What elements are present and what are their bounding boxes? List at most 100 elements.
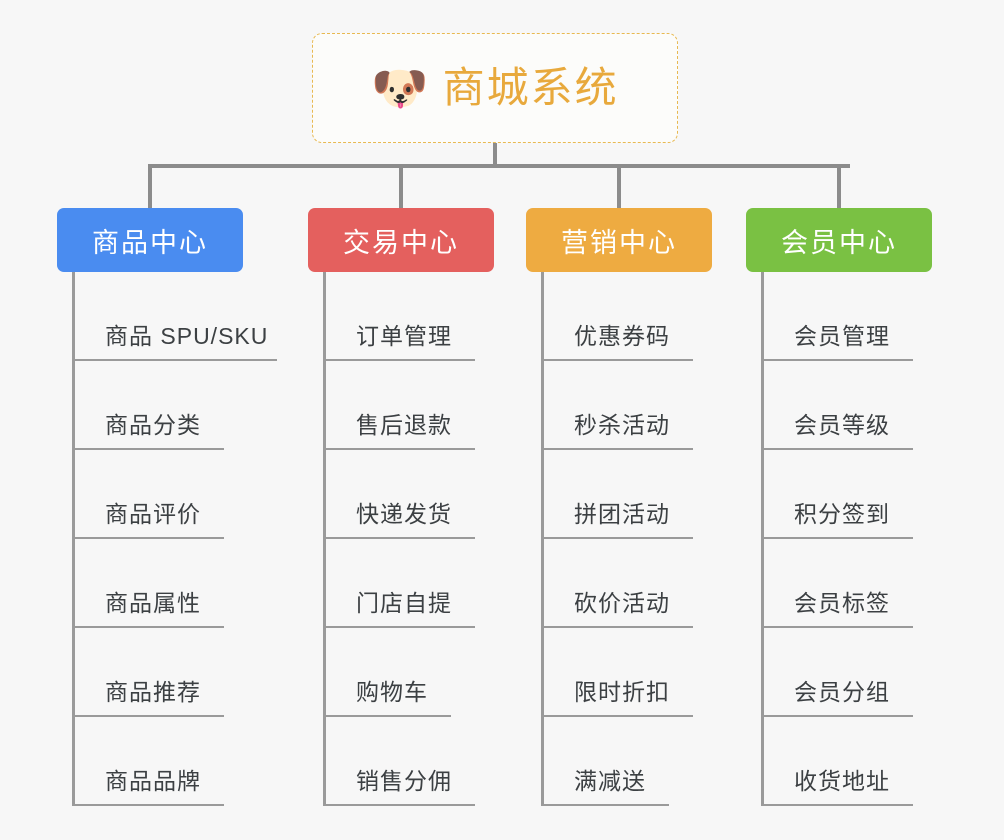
leaf-item-underline [761, 537, 913, 539]
leaf-item-label: 售后退款 [356, 412, 452, 438]
leaf-item[interactable]: 门店自提 [308, 539, 528, 628]
leaf-item-label: 门店自提 [356, 590, 452, 616]
leaf-list-member-center: 会员管理会员等级积分签到会员标签会员分组收货地址 [746, 272, 966, 806]
category-header-label: 商品中心 [92, 227, 208, 258]
leaf-item-underline [541, 359, 693, 361]
leaf-item-label: 限时折扣 [574, 679, 670, 705]
column-member-center: 会员中心会员管理会员等级积分签到会员标签会员分组收货地址 [746, 208, 966, 806]
leaf-item[interactable]: 秒杀活动 [526, 361, 746, 450]
leaf-item-label: 商品品牌 [105, 768, 201, 794]
leaf-item-label: 优惠券码 [574, 323, 670, 349]
leaf-item-label: 商品 SPU/SKU [105, 323, 269, 349]
leaf-item[interactable]: 收货地址 [746, 717, 966, 806]
leaf-item[interactable]: 商品分类 [57, 361, 277, 450]
leaf-item-underline [72, 626, 224, 628]
leaf-item[interactable]: 会员标签 [746, 539, 966, 628]
category-header-marketing-center[interactable]: 营销中心 [526, 208, 712, 272]
leaf-item-label: 商品评价 [105, 501, 201, 527]
leaf-item-underline [323, 804, 475, 806]
column-spine [761, 272, 764, 806]
connector-horizontal-bus [150, 164, 850, 168]
leaf-item-label: 订单管理 [356, 323, 452, 349]
leaf-item-underline [323, 537, 475, 539]
leaf-item-label: 秒杀活动 [574, 412, 670, 438]
column-spine [541, 272, 544, 806]
leaf-item-underline [541, 448, 693, 450]
leaf-item[interactable]: 满减送 [526, 717, 746, 806]
leaf-item[interactable]: 购物车 [308, 628, 528, 717]
column-product-center: 商品中心商品 SPU/SKU 商品分类商品评价商品属性商品推荐商品品牌 [57, 208, 277, 806]
leaf-item[interactable]: 会员等级 [746, 361, 966, 450]
category-header-product-center[interactable]: 商品中心 [57, 208, 243, 272]
leaf-item[interactable]: 会员管理 [746, 272, 966, 361]
root-node[interactable]: 🐶 商城系统 [312, 33, 678, 143]
leaf-item-label: 会员标签 [794, 590, 890, 616]
leaf-item-label: 会员管理 [794, 323, 890, 349]
leaf-list-product-center: 商品 SPU/SKU 商品分类商品评价商品属性商品推荐商品品牌 [57, 272, 277, 806]
leaf-item[interactable]: 会员分组 [746, 628, 966, 717]
leaf-item[interactable]: 优惠券码 [526, 272, 746, 361]
leaf-item[interactable]: 商品推荐 [57, 628, 277, 717]
leaf-item-underline [72, 359, 277, 361]
category-header-member-center[interactable]: 会员中心 [746, 208, 932, 272]
leaf-item-label: 销售分佣 [356, 768, 452, 794]
leaf-item-underline [541, 537, 693, 539]
connector-drop-trade-center [399, 164, 403, 210]
leaf-item-label: 会员分组 [794, 679, 890, 705]
leaf-item-underline [541, 804, 669, 806]
leaf-item-label: 会员等级 [794, 412, 890, 438]
leaf-item-label: 商品推荐 [105, 679, 201, 705]
leaf-list-marketing-center: 优惠券码秒杀活动拼团活动砍价活动限时折扣满减送 [526, 272, 746, 806]
category-header-label: 会员中心 [781, 227, 897, 258]
leaf-item[interactable]: 商品属性 [57, 539, 277, 628]
leaf-item-underline [761, 715, 913, 717]
leaf-item-underline [323, 448, 475, 450]
connector-root-stem [493, 143, 497, 167]
leaf-item-underline [541, 715, 693, 717]
shiba-dog-face-icon: 🐶 [371, 62, 429, 114]
leaf-item[interactable]: 商品品牌 [57, 717, 277, 806]
leaf-item-label: 商品属性 [105, 590, 201, 616]
leaf-item-underline [761, 626, 913, 628]
leaf-item[interactable]: 销售分佣 [308, 717, 528, 806]
category-header-label: 营销中心 [561, 227, 677, 258]
leaf-item[interactable]: 砍价活动 [526, 539, 746, 628]
category-header-label: 交易中心 [343, 227, 459, 258]
leaf-item[interactable]: 拼团活动 [526, 450, 746, 539]
leaf-item-underline [72, 537, 224, 539]
root-title: 商城系统 [442, 64, 619, 111]
leaf-item-underline [72, 804, 224, 806]
column-trade-center: 交易中心订单管理售后退款快递发货门店自提购物车销售分佣 [308, 208, 528, 806]
leaf-list-trade-center: 订单管理售后退款快递发货门店自提购物车销售分佣 [308, 272, 528, 806]
leaf-item-underline [323, 359, 475, 361]
leaf-item-label: 积分签到 [794, 501, 890, 527]
leaf-item-underline [323, 626, 475, 628]
leaf-item-underline [323, 715, 451, 717]
leaf-item[interactable]: 快递发货 [308, 450, 528, 539]
leaf-item[interactable]: 商品 SPU/SKU [57, 272, 277, 361]
leaf-item-underline [72, 715, 224, 717]
leaf-item-underline [761, 359, 913, 361]
connector-drop-member-center [837, 164, 841, 210]
category-header-trade-center[interactable]: 交易中心 [308, 208, 494, 272]
leaf-item[interactable]: 商品评价 [57, 450, 277, 539]
column-spine [72, 272, 75, 806]
leaf-item-label: 砍价活动 [574, 590, 670, 616]
leaf-item-label: 满减送 [574, 768, 646, 794]
leaf-item-label: 收货地址 [794, 768, 890, 794]
leaf-item-label: 快递发货 [356, 501, 452, 527]
leaf-item-underline [761, 448, 913, 450]
leaf-item-label: 商品分类 [105, 412, 201, 438]
connector-drop-product-center [148, 164, 152, 210]
leaf-item-label: 拼团活动 [574, 501, 670, 527]
leaf-item[interactable]: 订单管理 [308, 272, 528, 361]
leaf-item-underline [72, 448, 224, 450]
leaf-item[interactable]: 限时折扣 [526, 628, 746, 717]
connector-drop-marketing-center [617, 164, 621, 210]
leaf-item-label: 购物车 [356, 679, 428, 705]
column-spine [323, 272, 326, 806]
leaf-item[interactable]: 积分签到 [746, 450, 966, 539]
leaf-item-underline [541, 626, 693, 628]
leaf-item[interactable]: 售后退款 [308, 361, 528, 450]
